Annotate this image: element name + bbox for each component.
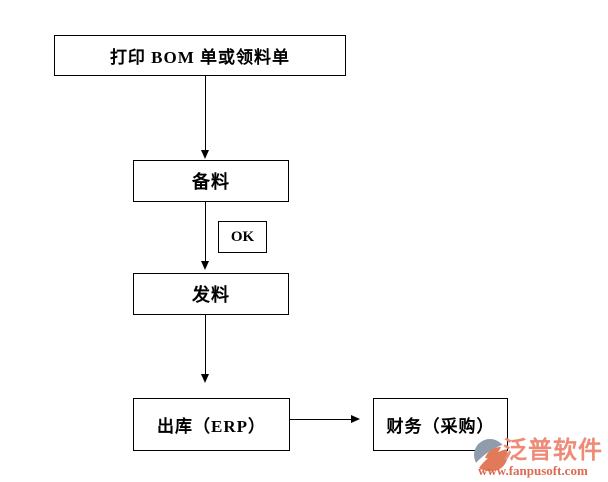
flow-node-print-bom-label: 打印 BOM 单或领料单 bbox=[109, 48, 291, 67]
flow-node-finance-purchase-label: 财务（采购） bbox=[386, 417, 495, 436]
connector-print-to-prepare bbox=[205, 76, 206, 151]
connector-prepare-to-issue bbox=[205, 202, 206, 262]
arrowhead-right-icon bbox=[351, 415, 360, 423]
fanpu-url-text: www.fanpusoft.com bbox=[478, 463, 588, 478]
flow-node-ok-condition: OK bbox=[218, 221, 267, 253]
flow-node-prepare-material: 备料 bbox=[133, 160, 289, 202]
flow-node-issue-material: 发料 bbox=[133, 273, 289, 315]
arrowhead-down-icon bbox=[201, 261, 209, 270]
arrowhead-down-icon bbox=[201, 150, 209, 159]
arrowhead-down-icon bbox=[201, 374, 209, 383]
flow-node-print-bom: 打印 BOM 单或领料单 bbox=[54, 35, 346, 76]
flow-node-issue-material-label: 发料 bbox=[192, 285, 230, 305]
flow-node-finance-purchase: 财务（采购） bbox=[373, 398, 508, 451]
fanpu-brand-text: 泛普软件 bbox=[503, 437, 603, 464]
flow-node-prepare-material-label: 备料 bbox=[192, 172, 230, 192]
connector-issue-to-outbound bbox=[205, 315, 206, 375]
flow-node-outbound-erp-label: 出库（ERP） bbox=[157, 417, 266, 436]
fanpu-logo-icon bbox=[474, 439, 508, 472]
flow-node-outbound-erp: 出库（ERP） bbox=[133, 398, 290, 451]
flow-node-ok-label: OK bbox=[230, 228, 255, 245]
fanpu-watermark: 泛普软件 www.fanpusoft.com bbox=[473, 436, 608, 482]
connector-outbound-to-finance bbox=[290, 419, 352, 420]
